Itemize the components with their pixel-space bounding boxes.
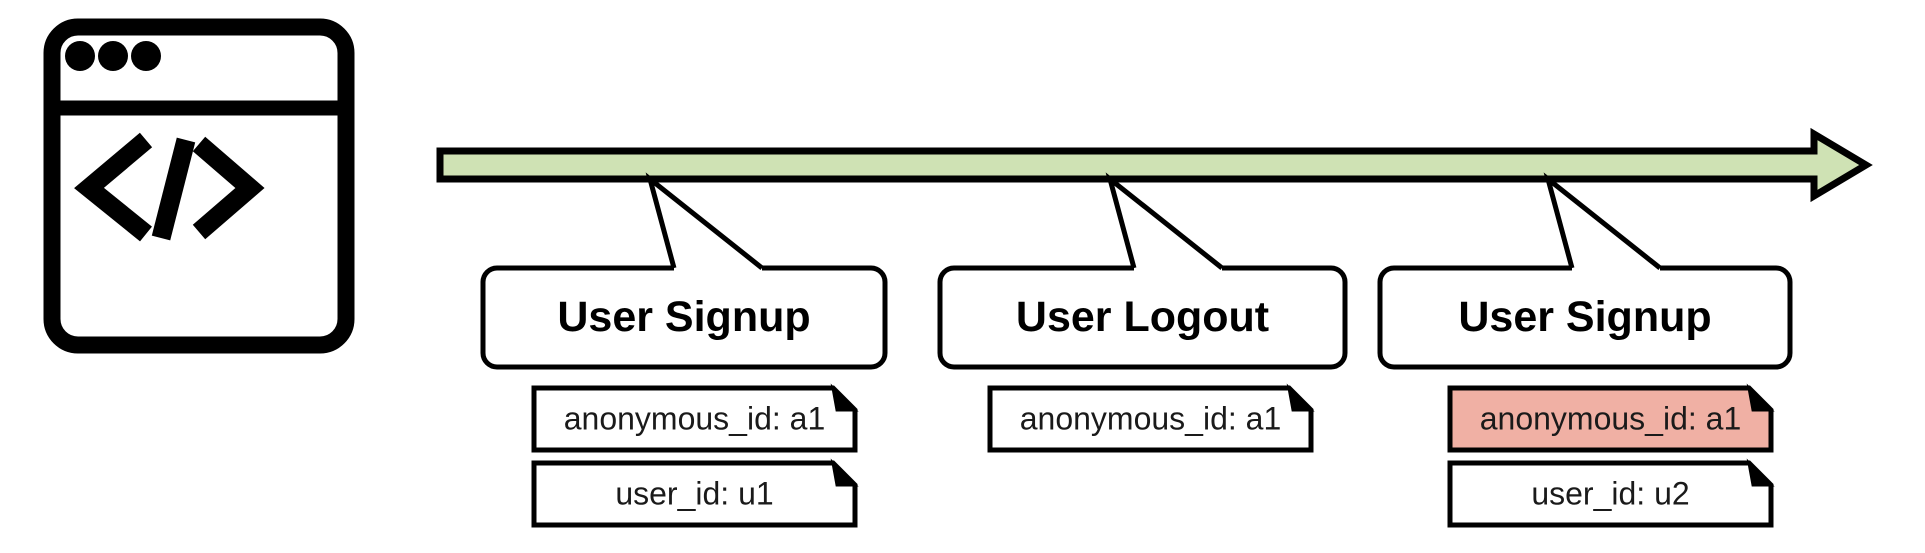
note-folded-corner-icon [830, 383, 859, 412]
note-body[interactable] [987, 385, 1314, 453]
timeline-arrow-shape [436, 127, 1873, 203]
attribute-note[interactable]: user_id: u2 [1447, 458, 1775, 528]
note-folded-corner-icon [1746, 383, 1775, 412]
note-label: anonymous_id: a1 [564, 400, 826, 436]
callout-notch-mask [1572, 262, 1660, 274]
code-window-icon [43, 18, 355, 354]
event-callout[interactable]: User Signup [1377, 172, 1793, 370]
note-body-highlighted[interactable] [1447, 385, 1774, 453]
angle-bracket-right-icon [192, 136, 265, 240]
callout-notch-mask [674, 262, 762, 274]
window-dot-1-icon [65, 41, 95, 71]
window-dot-2-icon [98, 41, 128, 71]
note-body[interactable] [531, 385, 858, 453]
slash-icon [151, 137, 196, 241]
event-label: User Logout [1016, 293, 1269, 341]
callout-pointer [1105, 172, 1224, 270]
note-folded-corner-icon [1746, 458, 1775, 487]
attribute-note[interactable]: anonymous_id: a1 [1447, 383, 1775, 453]
event-label: User Signup [1458, 293, 1711, 341]
note-label: user_id: u2 [1531, 475, 1689, 511]
note-label: anonymous_id: a1 [1020, 400, 1282, 436]
callout-pointer [645, 172, 764, 270]
note-folded-corner-icon [830, 458, 859, 487]
event-timeline-arrow [436, 127, 1873, 203]
callout-notch-mask [1134, 262, 1222, 274]
note-label: user_id: u1 [615, 475, 773, 511]
window-dot-3-icon [131, 41, 161, 71]
event-label: User Signup [557, 293, 810, 341]
attribute-note[interactable]: anonymous_id: a1 [531, 383, 859, 453]
event-callout[interactable]: User Signup [480, 172, 888, 370]
attribute-note[interactable]: anonymous_id: a1 [987, 383, 1315, 453]
note-label: anonymous_id: a1 [1480, 400, 1742, 436]
angle-bracket-left-icon [74, 132, 153, 242]
events-layer: User Signup anonymous_id: a1 user_id: u1 Us… [480, 172, 1793, 528]
callout-pointer [1543, 172, 1662, 270]
note-folded-corner-icon [1286, 383, 1315, 412]
event-callout[interactable]: User Logout [937, 172, 1348, 370]
note-body[interactable] [1447, 460, 1774, 528]
note-body[interactable] [531, 460, 858, 528]
attribute-note[interactable]: user_id: u1 [531, 458, 859, 528]
